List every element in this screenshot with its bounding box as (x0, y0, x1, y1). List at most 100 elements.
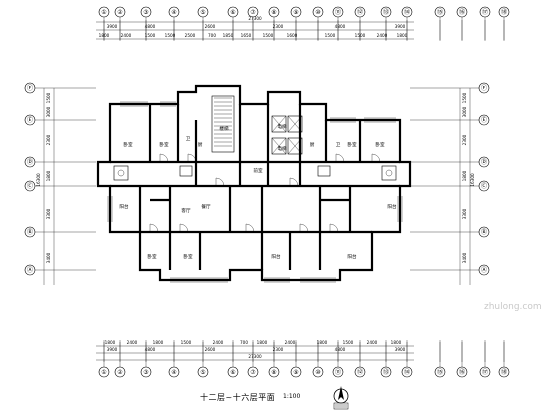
axis-label-right: Ⓕ (481, 84, 487, 92)
elevator-shaft (271, 137, 287, 155)
room-label: 前室 (253, 167, 263, 174)
dim-bottom-2: 4800 (145, 347, 156, 352)
dim-top-2: 1650 (241, 33, 252, 38)
door-swing (215, 177, 225, 187)
axis-label-top: ⑩ (315, 9, 320, 16)
dim-top-2: 2500 (185, 33, 196, 38)
dim-right: 1800 (462, 170, 467, 181)
dim-right: 3000 (462, 106, 467, 117)
door-swing (289, 177, 299, 187)
room-label: 电梯 (277, 145, 287, 152)
axis-label-bottom: ④ (171, 369, 176, 376)
axis-label-top: ④ (171, 9, 176, 16)
dim-top-1: 3900 (107, 24, 118, 29)
dim-bottom-1: 1500 (181, 340, 192, 345)
axis-label-left: Ⓒ (27, 182, 33, 190)
axis-label-top: ⑮ (437, 8, 443, 16)
axis-label-bottom: ⑩ (315, 369, 320, 376)
elevator-x (287, 137, 303, 155)
axis-label-top: ⑧ (271, 9, 276, 16)
axis-label-right: Ⓑ (481, 228, 487, 236)
door-swing (371, 153, 381, 163)
axis-label-bottom: ⑰ (482, 368, 488, 376)
room-label: 卧室 (159, 141, 169, 148)
axis-label-top: ⑫ (357, 8, 363, 16)
dim-bottom-2: 3900 (107, 347, 118, 352)
axis-label-bottom: ⑭ (404, 368, 410, 376)
room-label: 阳台 (347, 253, 357, 260)
drawing-scale: 1:100 (283, 393, 301, 400)
axis-label-left: Ⓔ (27, 116, 33, 124)
axis-label-top: ⑬ (383, 8, 389, 16)
dim-left: 3400 (46, 252, 51, 263)
room-label: 阳台 (387, 203, 397, 210)
fixture (179, 165, 193, 177)
elevator-shaft (271, 115, 287, 133)
axis-label-top: ⑪ (335, 8, 341, 16)
fixture-basin (117, 169, 125, 177)
axis-label-bottom: ⑪ (335, 368, 341, 376)
dim-right: 3400 (462, 252, 467, 263)
door-swing (187, 153, 197, 163)
dim-bottom-1: 2400 (127, 340, 138, 345)
axis-label-top: ⑭ (404, 8, 410, 16)
room-label: 厨 (310, 142, 315, 148)
axis-label-bottom: ⑤ (200, 369, 205, 376)
dim-bottom-1: 1800 (257, 340, 268, 345)
elevator-shaft (287, 137, 303, 155)
room-label: 卫 (336, 142, 341, 148)
dim-bottom-1: 2400 (213, 340, 224, 345)
dim-bottom-1: 1800 (153, 340, 164, 345)
dim-bottom-2: 2300 (273, 347, 284, 352)
axis-label-bottom: ⑮ (437, 368, 443, 376)
axis-label-bottom: ⑦ (250, 369, 256, 376)
dim-right-total: 16300 (470, 173, 475, 187)
elevator-x (287, 115, 303, 133)
room-label: 餐厅 (201, 203, 211, 210)
axis-label-top: ⑯ (459, 8, 465, 16)
room-label: 卫 (186, 136, 191, 142)
elevator-x (271, 115, 287, 133)
room-label: 卧室 (375, 141, 385, 148)
dim-bottom-1: 2400 (367, 340, 378, 345)
axis-label-bottom: ③ (143, 369, 148, 376)
dim-top-2: 1800 (397, 33, 408, 38)
dim-top-2: 1500 (325, 33, 336, 38)
axis-label-bottom: ② (117, 369, 123, 376)
axis-label-right: Ⓓ (481, 158, 487, 166)
stair-core (211, 95, 235, 153)
axis-label-bottom: ⑥ (230, 369, 235, 376)
dim-top-1: 2600 (205, 24, 216, 29)
dim-bottom-total: 27300 (248, 354, 262, 359)
dim-right: 2300 (462, 134, 467, 145)
axis-label-bottom: ⑯ (459, 368, 465, 376)
axis-label-left: Ⓕ (27, 84, 33, 92)
axis-label-bottom: ⑱ (501, 368, 507, 376)
door-swing (299, 223, 309, 233)
axis-label-top: ⑱ (501, 8, 507, 16)
dim-left: 3000 (46, 106, 51, 117)
axis-label-top: ⑨ (293, 9, 298, 16)
room-label: 客厅 (181, 207, 191, 214)
axis-label-top: ⑤ (200, 9, 205, 16)
door-swing (149, 223, 159, 233)
dim-top-1: 3900 (395, 24, 406, 29)
dim-top-2: 2400 (377, 33, 388, 38)
axis-label-left: Ⓐ (27, 266, 33, 274)
dim-bottom-1: 1800 (105, 340, 116, 345)
room-label: 卧室 (123, 141, 133, 148)
door-swing (159, 153, 169, 163)
room-label: 电梯 (277, 123, 287, 130)
axis-label-top: ② (117, 9, 123, 16)
axis-label-left: Ⓑ (27, 228, 33, 236)
room-label: 厨 (198, 142, 203, 148)
axis-label-top: ⑰ (482, 8, 488, 16)
axis-label-top: ① (101, 9, 106, 16)
axis-label-top: ⑦ (250, 9, 256, 16)
elevator-shaft (287, 115, 303, 133)
axis-label-bottom: ⑨ (293, 369, 298, 376)
elevator-x (271, 137, 287, 155)
axis-label-left: Ⓓ (27, 158, 33, 166)
